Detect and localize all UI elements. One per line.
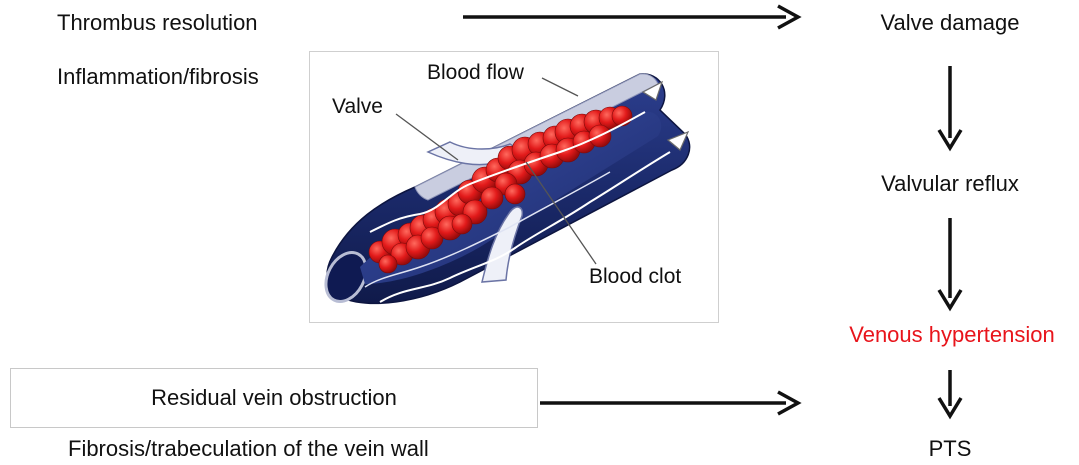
arrow-thrombus-to-valve-damage [463,6,798,28]
arrow-reflux-to-hypertension [939,218,961,308]
arrow-obstruction-to-pts [540,392,798,414]
arrow-valve-damage-to-reflux [939,66,961,148]
arrow-hypertension-to-pts [939,370,961,416]
